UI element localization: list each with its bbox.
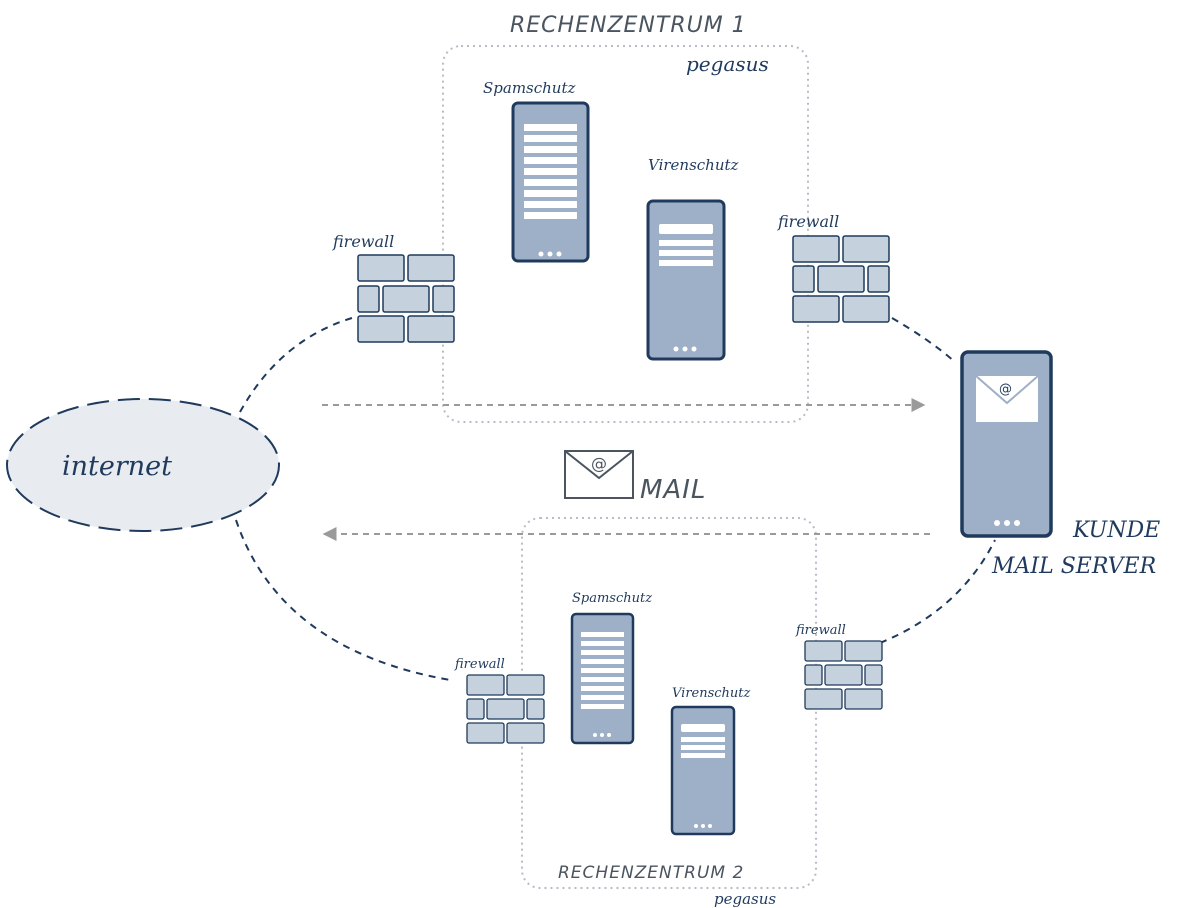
envelope-icon: @ bbox=[975, 375, 1039, 422]
spam-label-1: Spamschutz bbox=[483, 79, 575, 97]
datacenter-1-subtitle: pegasus bbox=[686, 52, 769, 76]
customer-mail-server: @ KUNDE MAIL SERVER bbox=[960, 350, 1160, 579]
datacenter-2-title: RECHENZENTRUM 2 bbox=[558, 863, 744, 883]
envelope-icon: @ bbox=[564, 450, 634, 499]
spam-filter-server-2: Spamschutz bbox=[570, 591, 652, 745]
link-internet-firewall-3 bbox=[235, 519, 451, 681]
connection-lines bbox=[235, 317, 996, 681]
virus-filter-server-1: Virenschutz bbox=[646, 156, 739, 361]
firewall-1: firewall bbox=[332, 232, 455, 343]
datacenter-1-title: RECHENZENTRUM 1 bbox=[510, 13, 747, 38]
brick-wall-icon bbox=[466, 674, 545, 744]
virus-label-2: Virenschutz bbox=[672, 686, 751, 701]
datacenter-2-boundary bbox=[521, 517, 817, 889]
brick-wall-icon bbox=[792, 235, 890, 323]
firewall-label-4: firewall bbox=[795, 623, 846, 638]
firewall-label-1: firewall bbox=[332, 232, 394, 251]
spam-label-2: Spamschutz bbox=[572, 591, 652, 606]
firewall-label-3: firewall bbox=[454, 657, 505, 672]
mail-label-group: @ MAIL bbox=[564, 450, 706, 505]
firewall-label-2: firewall bbox=[777, 212, 839, 231]
svg-text:@: @ bbox=[591, 454, 607, 473]
mail-label: MAIL bbox=[640, 475, 706, 505]
firewall-2: firewall bbox=[777, 212, 890, 323]
datacenter-2: RECHENZENTRUM 2 pegasus bbox=[521, 517, 817, 908]
datacenter-1-boundary bbox=[442, 45, 809, 423]
internet-ellipse bbox=[6, 398, 280, 532]
virus-label-1: Virenschutz bbox=[648, 156, 739, 174]
firewall-3: firewall bbox=[454, 657, 545, 744]
internet-label: internet bbox=[62, 451, 172, 482]
link-internet-firewall-1 bbox=[239, 317, 353, 413]
spam-filter-server-1: Spamschutz bbox=[483, 79, 590, 263]
brick-wall-icon bbox=[357, 254, 455, 343]
virus-filter-server-2: Virenschutz bbox=[670, 686, 751, 836]
link-firewall-2-customer bbox=[891, 317, 956, 363]
svg-text:@: @ bbox=[999, 382, 1012, 397]
internet-node: internet bbox=[6, 398, 280, 532]
datacenter-2-subtitle: pegasus bbox=[714, 890, 776, 908]
datacenter-1: RECHENZENTRUM 1 pegasus bbox=[442, 13, 809, 423]
brick-wall-icon bbox=[804, 640, 883, 710]
customer-label-line2: MAIL SERVER bbox=[991, 554, 1156, 579]
link-firewall-4-customer bbox=[879, 539, 996, 644]
firewall-4: firewall bbox=[795, 623, 883, 710]
customer-label-line1: KUNDE bbox=[1072, 518, 1160, 543]
